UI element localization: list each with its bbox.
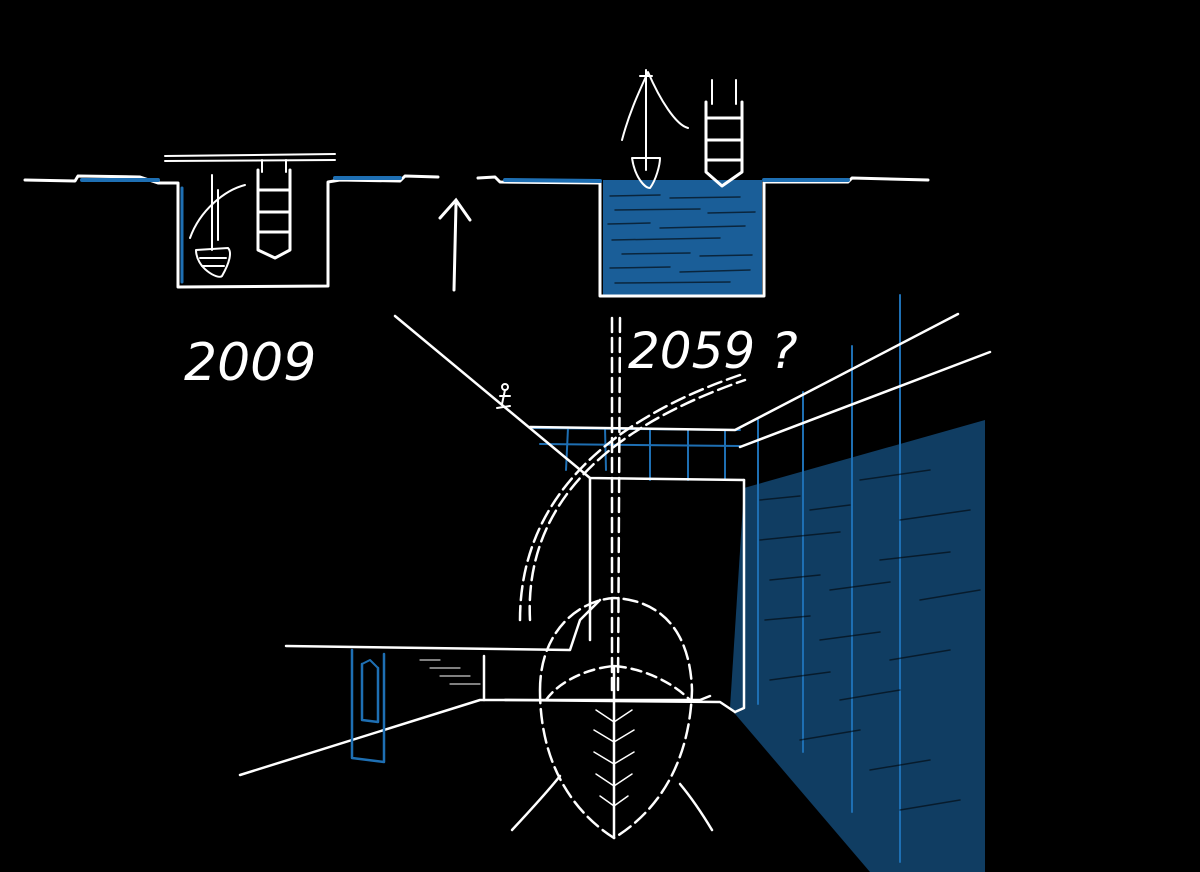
section-2059 bbox=[476, 69, 930, 298]
basin-outline-2009 bbox=[23, 174, 440, 289]
sailboat-hull-2009 bbox=[189, 174, 246, 278]
water-surface-2059 bbox=[503, 178, 850, 183]
section-2009 bbox=[23, 153, 440, 289]
water-fill-2059 bbox=[603, 180, 762, 295]
boat-hull bbox=[510, 596, 714, 840]
pier-pylon bbox=[350, 648, 386, 764]
water-hatching-2059 bbox=[607, 194, 756, 284]
perspective-view bbox=[238, 294, 992, 872]
sailboat-floating-2059 bbox=[621, 69, 689, 189]
structure-lines bbox=[238, 312, 992, 777]
person-figure bbox=[496, 383, 511, 409]
up-arrow-icon bbox=[438, 197, 472, 292]
year-label-2059: 2059 ? bbox=[628, 322, 798, 380]
sailboat-mast bbox=[518, 316, 747, 692]
brick-wall-right bbox=[730, 294, 985, 872]
small-boat-floating-2059 bbox=[704, 79, 744, 188]
pier-hatching bbox=[419, 659, 481, 685]
year-label-2009: 2009 bbox=[184, 333, 316, 393]
small-boat-2009 bbox=[256, 159, 292, 260]
water-line-2009 bbox=[80, 176, 402, 182]
top-bar-2009 bbox=[164, 153, 336, 162]
